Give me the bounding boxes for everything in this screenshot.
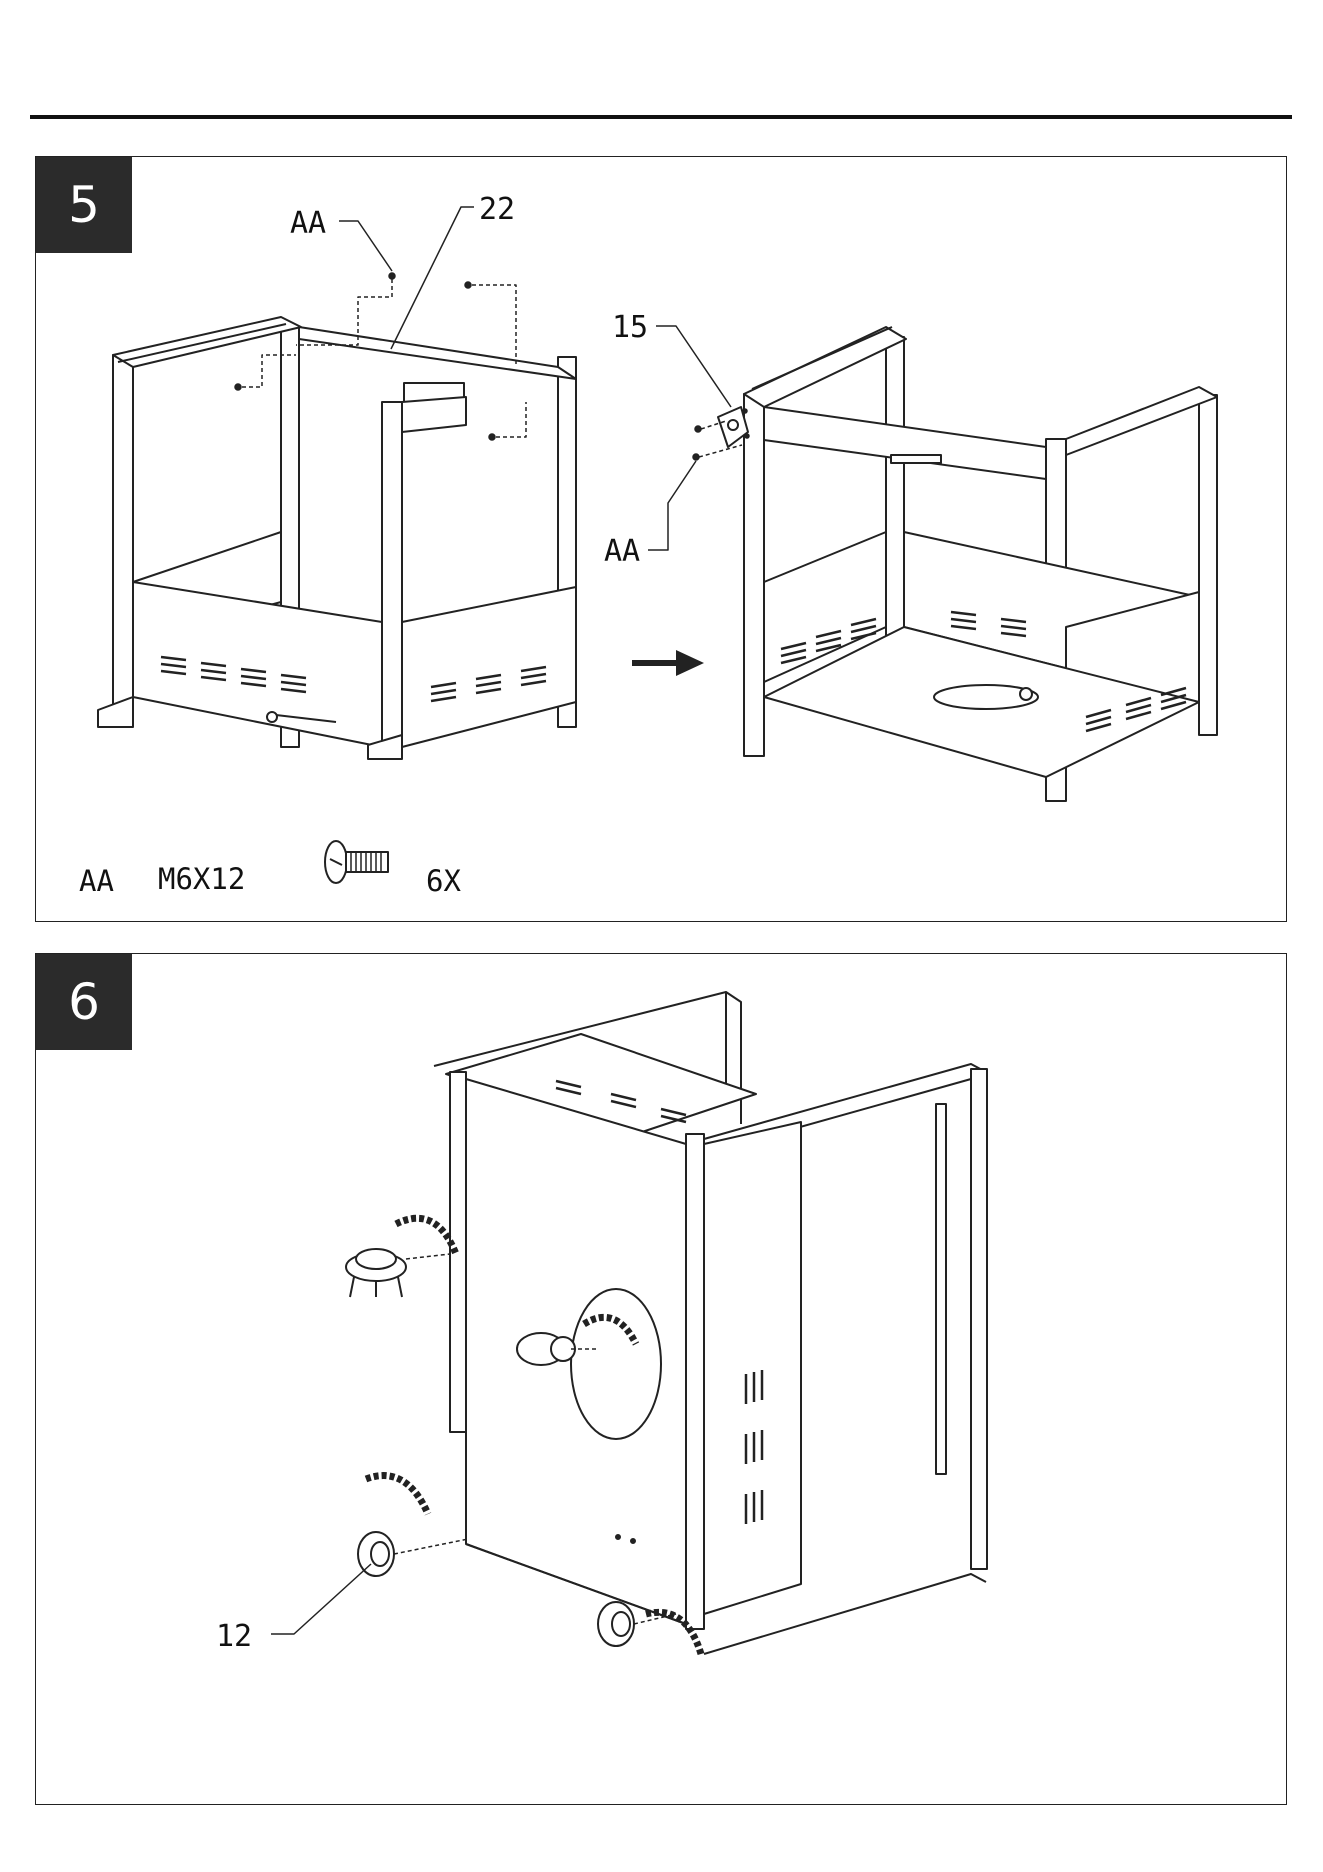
- header-rule: [30, 115, 1292, 119]
- cart-frame-before-assembly: [98, 207, 576, 759]
- hardware-spec: M6X12: [158, 865, 245, 894]
- right-arrow-icon: [632, 650, 704, 676]
- callout-part-15: 15: [612, 313, 648, 343]
- callout-part-22: 22: [479, 195, 515, 225]
- hardware-code: AA: [79, 867, 114, 896]
- step-6-illustration: [36, 954, 1286, 1804]
- hardware-quantity: 6X: [426, 867, 461, 896]
- screw-m6x12-icon: [325, 841, 388, 883]
- callout-aa-side: AA: [604, 537, 640, 567]
- cart-frame-upside-down: [434, 992, 987, 1654]
- cart-frame-after-assembly: [648, 326, 1217, 801]
- step-5-panel: 5: [35, 156, 1287, 922]
- step-5-illustration: [36, 157, 1286, 921]
- callout-part-12: 12: [216, 1622, 252, 1652]
- callout-aa-top: AA: [290, 209, 326, 239]
- step-6-panel: 6: [35, 953, 1287, 1805]
